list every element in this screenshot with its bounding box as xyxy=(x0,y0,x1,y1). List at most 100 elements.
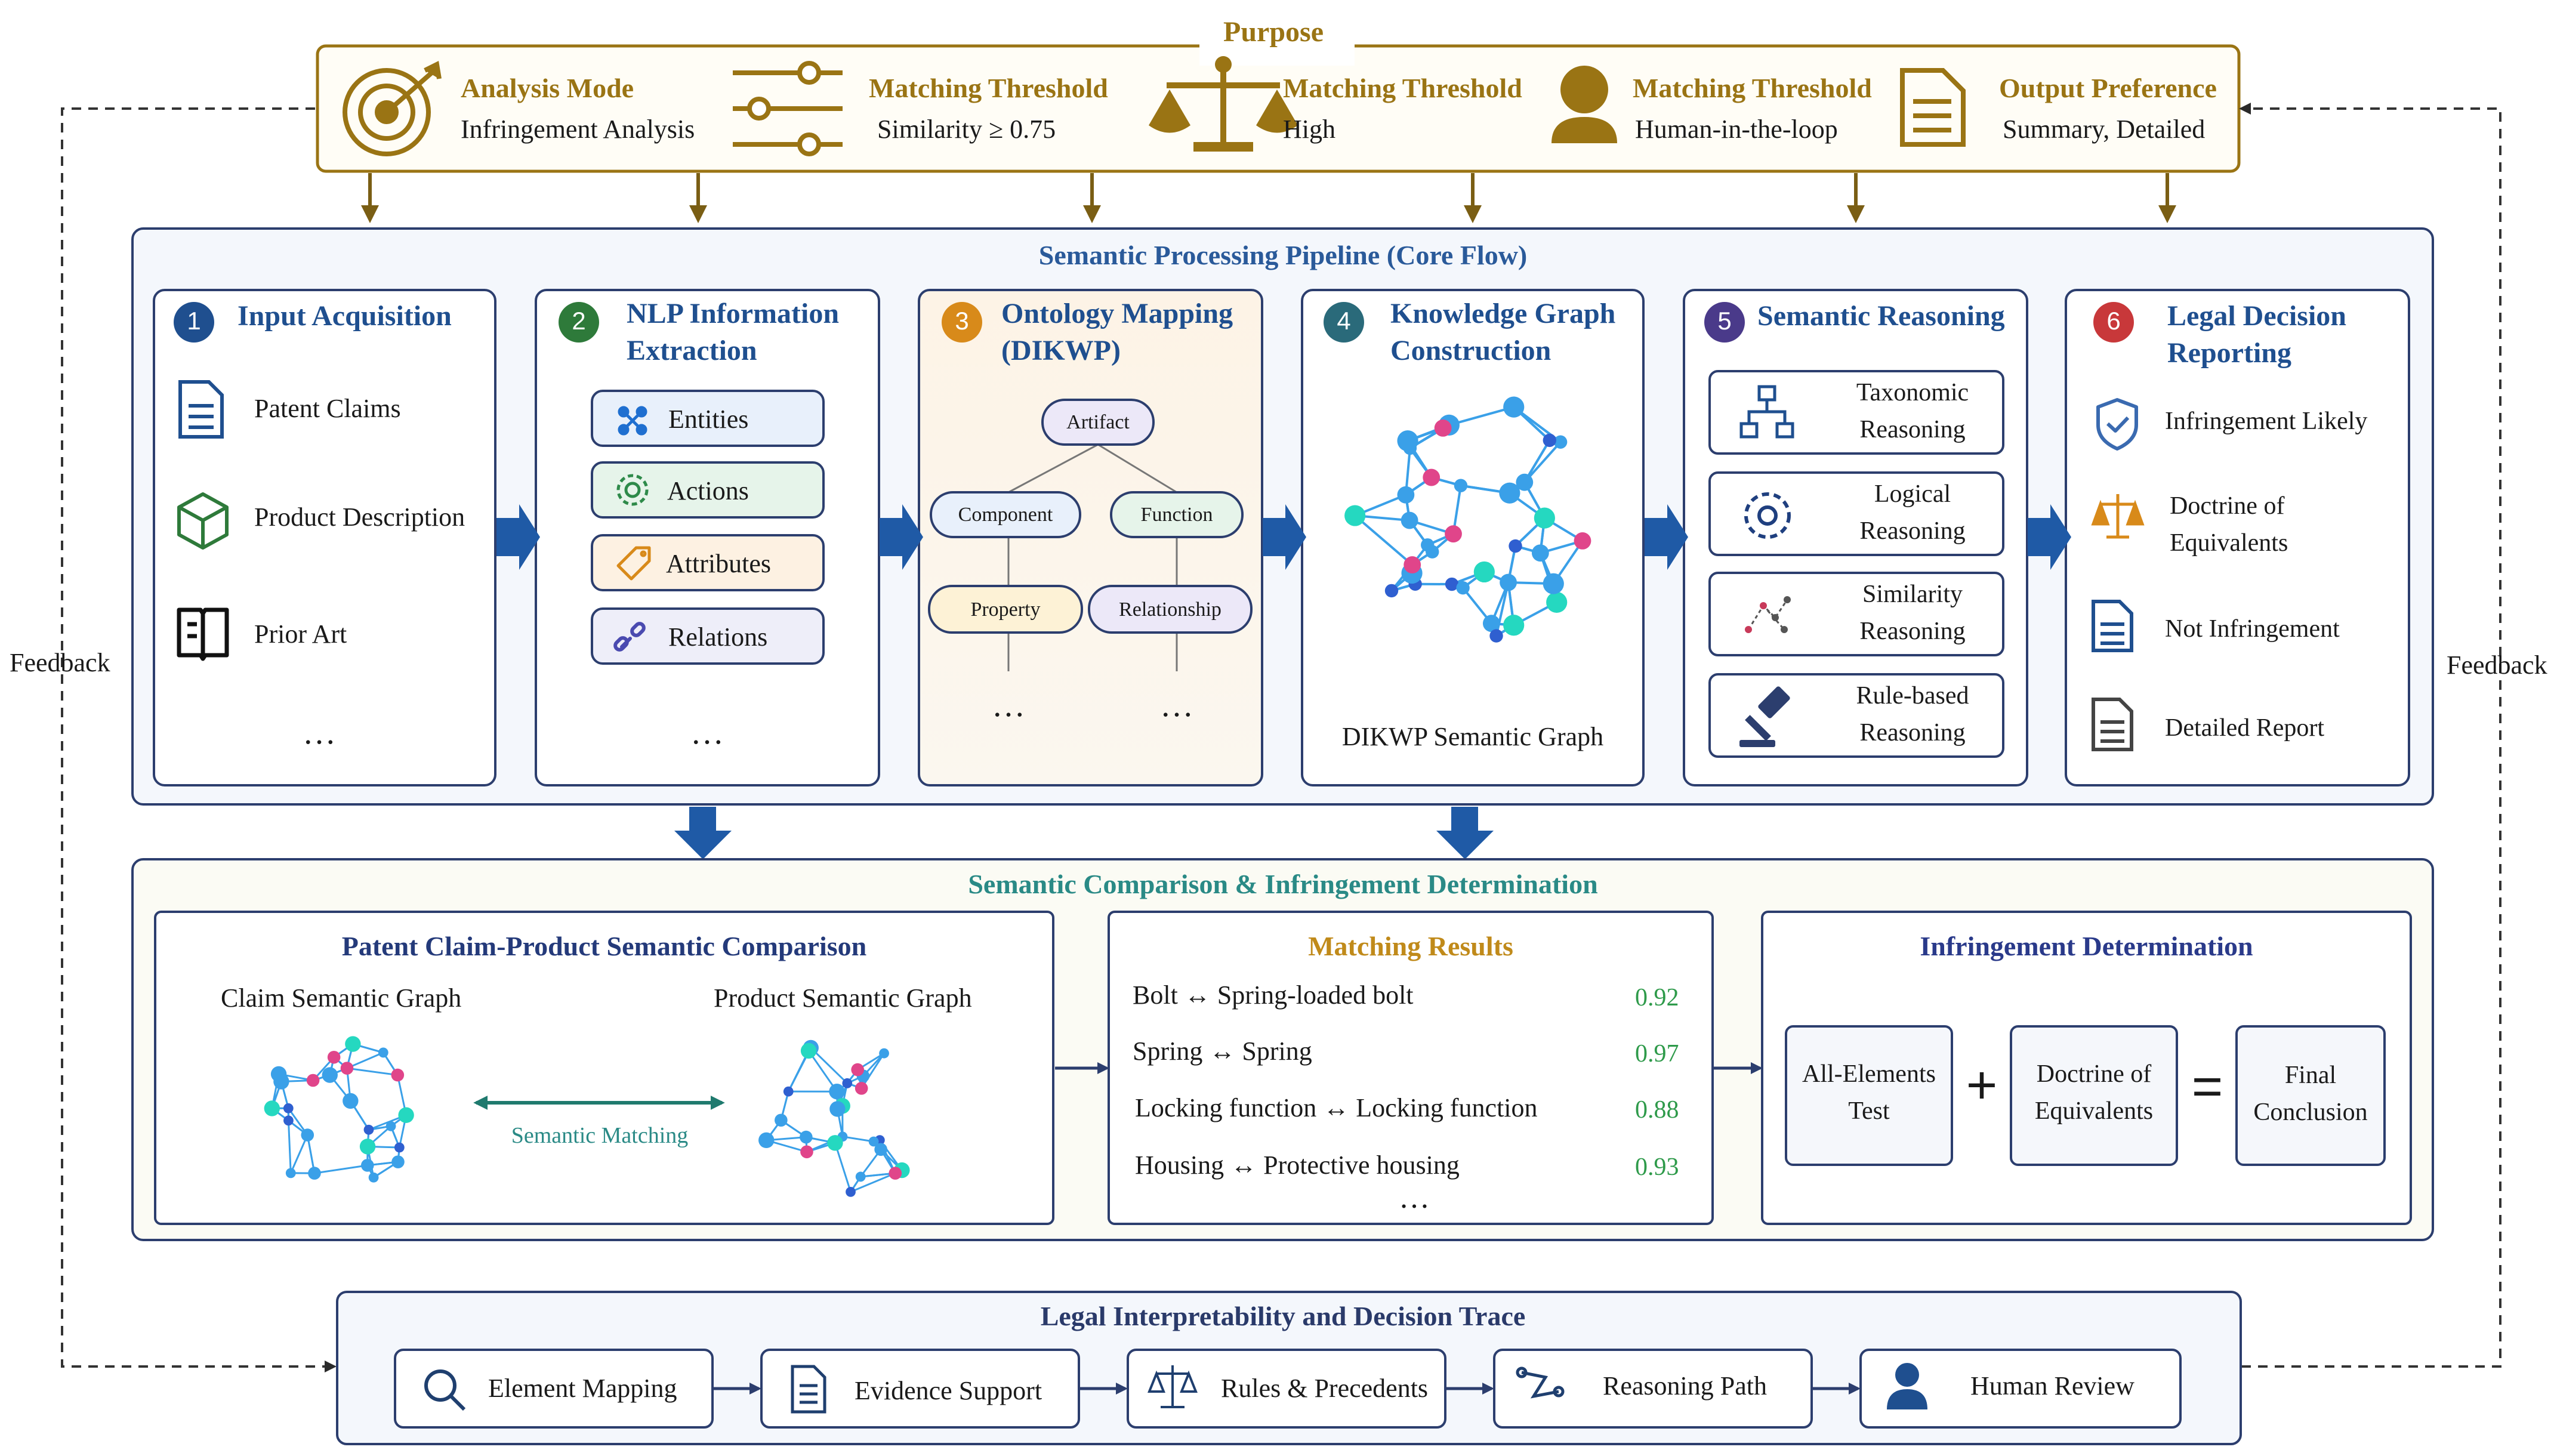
knowledge-graph-edge xyxy=(1523,441,1562,483)
claim-graph-edge xyxy=(289,1134,309,1174)
patent-claims-label: Patent Claims xyxy=(254,394,401,423)
doctrine-box-line2: Equivalents xyxy=(2034,1097,2154,1125)
knowledge-graph-node xyxy=(1516,473,1534,491)
stage-3-title-line1: Ontology Mapping xyxy=(1001,298,1233,329)
claim-graph-node xyxy=(340,1062,354,1075)
knowledge-graph-node xyxy=(1423,468,1441,486)
taxonomic-line1: Taxonomic xyxy=(1856,379,1969,406)
prior-art-label: Prior Art xyxy=(254,619,347,649)
product-graph-node xyxy=(842,1078,853,1088)
knowledge-graph-node xyxy=(1445,577,1459,591)
component-node xyxy=(930,491,1081,538)
evidence-support-label: Evidence Support xyxy=(855,1376,1042,1405)
stage-5-badge xyxy=(1704,302,1745,343)
claim-graph-node xyxy=(283,1103,294,1113)
claim-graph-node xyxy=(394,1142,405,1153)
claim-graph-label: Claim Semantic Graph xyxy=(221,983,462,1013)
feedback-left-label: Feedback xyxy=(10,648,110,677)
knowledge-graph-node xyxy=(1434,419,1452,437)
matching-more: … xyxy=(1399,1181,1430,1215)
purpose-human-value: Human-in-the-loop xyxy=(1635,115,1838,144)
actions-gear-icon xyxy=(616,474,649,506)
feedback-loop-left xyxy=(61,107,337,1372)
stage-2-title-line2: Extraction xyxy=(627,335,757,366)
claim-graph-node xyxy=(345,1036,361,1052)
entities-pill xyxy=(591,390,825,447)
patent-claims-icon xyxy=(178,380,224,439)
gavel-icon xyxy=(1739,686,1790,747)
knowledge-graph-node xyxy=(1543,433,1556,448)
knowledge-graph-node xyxy=(1489,629,1503,643)
evidence-doc-icon xyxy=(791,1365,826,1414)
purpose-person-icon xyxy=(1551,66,1617,143)
product-graph-edge xyxy=(834,1142,852,1192)
product-semantic-graph xyxy=(758,1039,910,1197)
stage-4-number: 4 xyxy=(1337,307,1351,335)
claim-graph-node xyxy=(322,1067,338,1083)
stage-1-title: Input Acquisition xyxy=(237,300,452,332)
pipeline-title: Semantic Processing Pipeline (Core Flow) xyxy=(1038,240,1528,270)
function-node xyxy=(1110,491,1244,538)
knowledge-graph-node xyxy=(1499,482,1520,504)
human-review-label: Human Review xyxy=(1970,1371,2134,1401)
relationship-node xyxy=(1088,585,1253,634)
property-label: Property xyxy=(970,599,1041,621)
artifact-node xyxy=(1041,399,1155,446)
claim-graph-node xyxy=(391,1155,405,1168)
claim-graph-node xyxy=(398,1107,414,1123)
knowledge-graph-node xyxy=(1546,591,1568,613)
stage-arrows xyxy=(496,504,2071,570)
purpose-output-value: Summary, Detailed xyxy=(2003,115,2206,144)
claim-graph-node xyxy=(285,1168,296,1179)
purpose-target-icon xyxy=(343,61,442,156)
property-node xyxy=(928,585,1083,634)
semantic-comparison-title: Patent Claim-Product Semantic Comparison xyxy=(341,931,867,961)
knowledge-graph-node xyxy=(1404,556,1421,573)
stage-5-title: Semantic Reasoning xyxy=(1757,300,2005,332)
all-elements-line2: Test xyxy=(1848,1097,1890,1125)
knowledge-graph-node xyxy=(1473,561,1495,583)
element-mapping-box xyxy=(394,1349,714,1429)
product-graph-edge xyxy=(807,1050,838,1093)
not-infringement-label: Not Infringement xyxy=(2165,615,2340,643)
stage-5-number: 5 xyxy=(1717,307,1732,335)
purpose-title: Purpose xyxy=(1223,16,1324,48)
similarity-line1: Similarity xyxy=(1862,581,1963,608)
stage-6-badge xyxy=(2093,302,2134,343)
reasoning-path-label: Reasoning Path xyxy=(1603,1371,1767,1401)
evidence-support-box xyxy=(760,1349,1080,1429)
match-row-1-score: 0.92 xyxy=(1635,984,1679,1011)
knowledge-graph-node xyxy=(1344,505,1366,526)
logical-reasoning-box xyxy=(1708,471,2004,556)
stage-3-badge xyxy=(942,302,982,343)
comparison-title: Semantic Comparison & Infringement Deter… xyxy=(968,869,1598,899)
purpose-document-icon xyxy=(1900,68,1966,147)
product-graph-node xyxy=(800,1145,813,1159)
actions-pill xyxy=(591,461,825,519)
purpose-analysis-mode-label: Analysis Mode xyxy=(461,73,634,103)
feedback-right-label: Feedback xyxy=(2447,650,2547,680)
relationship-label: Relationship xyxy=(1119,599,1222,621)
knowledge-graph-node xyxy=(1534,507,1555,529)
stage-2-badge xyxy=(559,302,599,343)
product-graph-node xyxy=(758,1132,775,1149)
product-graph-edge xyxy=(842,1136,874,1143)
claim-graph-node xyxy=(391,1068,405,1082)
knowledge-graph-node xyxy=(1421,538,1435,552)
knowledge-graph-node xyxy=(1456,581,1470,595)
purpose-sliders-icon xyxy=(733,61,843,156)
product-graph-node xyxy=(846,1186,856,1197)
product-graph-node xyxy=(855,1082,868,1095)
knowledge-graph-edge xyxy=(1354,514,1414,566)
knowledge-graph xyxy=(1344,396,1591,643)
stage-3-title-line2: (DIKWP) xyxy=(1001,335,1121,366)
claim-graph-node xyxy=(385,1121,396,1131)
knowledge-graph-node xyxy=(1553,435,1568,449)
match-row-3-pair: Locking function ↔ Locking function xyxy=(1135,1093,1538,1122)
artifact-label: Artifact xyxy=(1066,411,1130,433)
product-graph-node xyxy=(868,1136,879,1147)
claim-graph-node xyxy=(273,1074,289,1090)
not-infringement-doc-icon xyxy=(2092,600,2133,652)
